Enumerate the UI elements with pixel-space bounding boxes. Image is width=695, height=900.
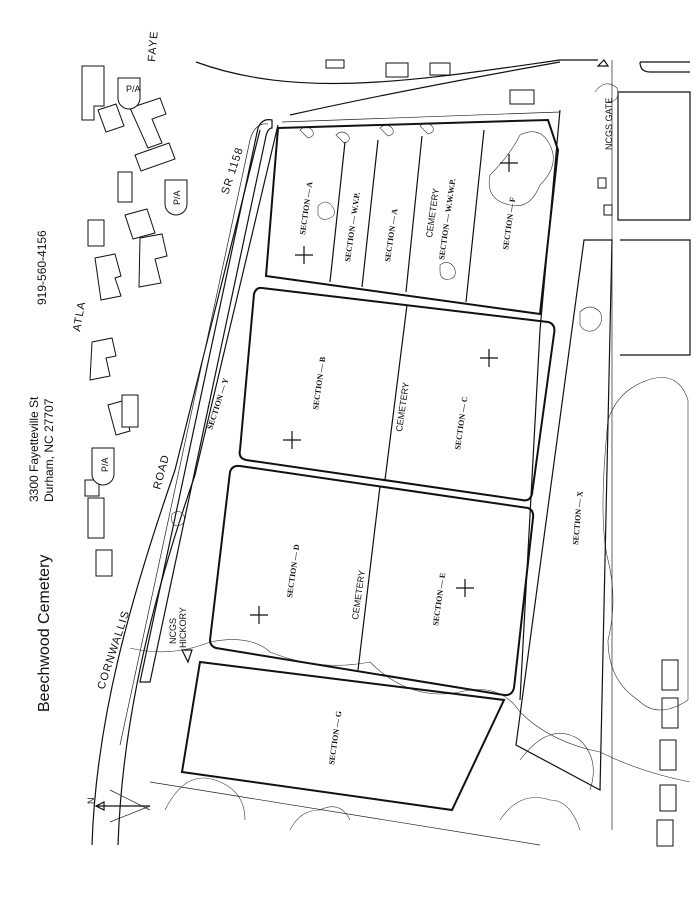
gates: NCGS HICKORY NCGS GATE [168,59,614,664]
section-y-strip: SECTION — Y [139,119,273,683]
section-e-label: SECTION — E [431,572,447,626]
section-f-label: SECTION — F [501,197,517,251]
north-label: N [86,798,96,805]
grave-cross-marker [295,246,313,264]
middle-section-block: SECTION — B CEMETERY SECTION — C [238,286,556,502]
phone-number: 919-560-4156 [35,230,49,305]
section-b-label: SECTION — B [311,356,327,411]
ncgs-hickory-gate-label: HICKORY [178,607,188,648]
section-a-2-label: SECTION — A [383,208,399,262]
grave-cross-marker [456,579,474,597]
street-atlanta: ATLA [71,300,88,332]
lower-section-block: SECTION — D CEMETERY SECTION — E [208,464,535,697]
gate-marker [181,649,193,664]
top-section-block: SECTION — A SECTION — W.V.P. SECTION — A… [264,118,560,316]
ncgs-hickory-gate-label: NCGS [168,618,178,644]
parking-label: P/A [172,190,182,205]
section-a-1-label: SECTION — A [298,181,314,235]
cemetery-label-top: CEMETERY [424,188,441,239]
ncgs-gate-label: NCGS GATE [604,98,614,150]
map-header: Beechwood Cemetery 3300 Fayetteville St … [27,230,56,712]
section-x-label: SECTION — X [571,491,585,546]
address-line-2: Durham, NC 27707 [42,398,56,502]
address-line-1: 3300 Fayetteville St [27,396,41,502]
parking-label: P/A [126,84,141,94]
section-d-label: SECTION — D [285,544,301,599]
section-wvp-label: SECTION — W.V.P. [343,192,362,263]
section-x-strip: SECTION — X [515,109,613,791]
section-c-label: SECTION — C [453,396,469,451]
gate-marker [596,59,610,67]
fence-line [119,60,613,846]
residential-buildings: P/A P/A P/A [81,65,188,577]
right-buildings [325,59,691,847]
grave-cross-marker [480,349,498,367]
grave-cross-marker [500,154,518,172]
cemetery-title: Beechwood Cemetery [36,555,53,712]
vegetation [129,83,691,831]
grave-cross-marker [283,431,301,449]
north-arrow: N [86,789,151,823]
parking-label: P/A [100,457,110,472]
grave-cross-marker [250,606,268,624]
section-g-label: SECTION — G [327,710,343,765]
street-sr-1158: SR 1158 [219,146,246,196]
street-road: ROAD [151,453,172,491]
street-fayetteville: FAYE [146,30,161,62]
